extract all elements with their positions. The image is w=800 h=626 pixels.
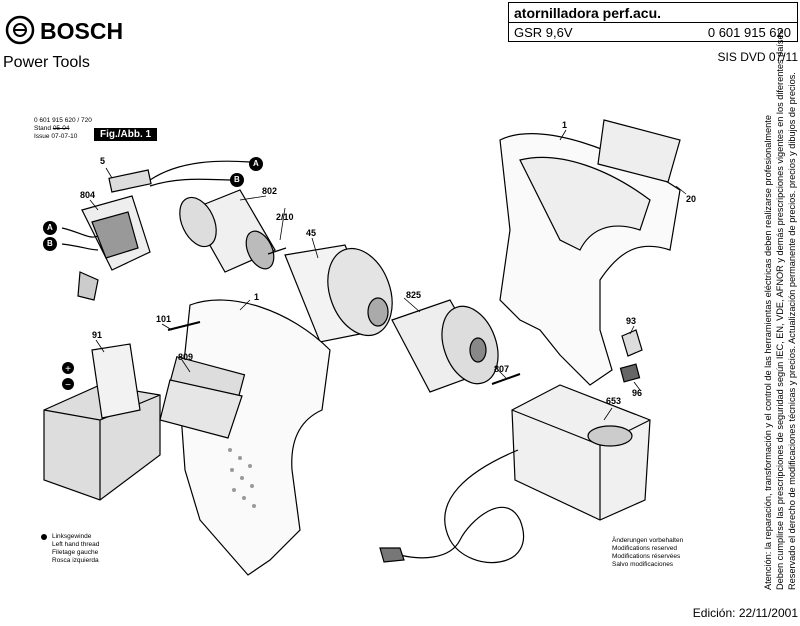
doc-ref-number: 0 601 915 620 / 720: [34, 117, 92, 124]
marker-a-left: [43, 221, 57, 235]
marker-minus: −: [62, 378, 74, 391]
stand-label: Stand: [34, 125, 51, 132]
marker-plus: +: [62, 362, 74, 375]
left-thread-marker: [41, 534, 47, 540]
grip-cover: [159, 379, 243, 439]
modifications-note: Änderungen vorbehalten Modifications res…: [612, 537, 683, 569]
part-label: 2/10: [276, 212, 294, 222]
chuck: [391, 299, 499, 393]
wire-a: [149, 160, 251, 181]
side-line: Deben cumplirse las prescripciones de se…: [775, 29, 785, 590]
part-label: 1: [562, 120, 568, 130]
plug: [379, 547, 405, 563]
screw-101: [167, 321, 201, 331]
part-label: 91: [92, 330, 103, 340]
nameplate-label: [597, 119, 681, 183]
part-label: 93: [626, 316, 637, 326]
part-label: 802: [262, 186, 278, 196]
marker-b-left: [43, 237, 57, 251]
doc-ref: 0 601 915 620 / 720 Stand 05-04 Issue 07…: [34, 117, 92, 141]
marker-label: A: [47, 223, 53, 232]
bit-93: [621, 329, 643, 357]
mod-line: Salvo modificaciones: [612, 561, 674, 568]
battery-pack: [43, 343, 161, 501]
mod-line: Änderungen vorbehalten: [612, 537, 684, 544]
marker-label: A: [253, 159, 259, 168]
part-label: 45: [306, 228, 317, 238]
switch-assembly: [77, 169, 152, 301]
doc-code: SIS DVD 07/11: [717, 50, 798, 64]
issue-date: 07-07-10: [51, 133, 78, 140]
bosch-logo: BOSCH: [4, 10, 134, 50]
side-line: Reservado el derecho de modificaciones t…: [787, 72, 797, 590]
marker-a-top: [249, 157, 263, 171]
legend-line: Linksgewinde: [52, 533, 92, 540]
legal-side-text: Atención: la reparación, transformación …: [762, 29, 798, 590]
title-box: atornilladora perf.acu. GSR 9,6V 0 601 9…: [508, 2, 798, 42]
gearbox: [284, 244, 393, 343]
side-line: Atención: la reparación, transformación …: [763, 115, 773, 590]
part-label: 101: [156, 314, 172, 324]
screw-807: [491, 373, 521, 385]
housing-right: [499, 133, 681, 386]
bit-holder-96: [619, 363, 641, 383]
marker-b-top: [230, 173, 244, 187]
part-label: 5: [100, 156, 106, 166]
part-label: 807: [494, 364, 510, 374]
part-label: 96: [632, 388, 643, 398]
legend-line: Rosca izquierda: [52, 557, 99, 564]
stand-date: 05-04: [52, 125, 70, 132]
fig-badge: Fig./Abb. 1: [94, 128, 158, 141]
part-label: 825: [406, 290, 422, 300]
power-cord: [399, 449, 524, 564]
svg-text:+: +: [65, 364, 71, 375]
thread-legend: Linksgewinde Left hand thread Filetage g…: [42, 533, 99, 565]
marker-label: B: [47, 239, 53, 248]
brand-name: BOSCH: [40, 18, 123, 44]
mod-line: Modifications réservées: [612, 553, 681, 560]
part-label: 1: [254, 292, 260, 302]
legend-line: Filetage gauche: [52, 549, 99, 556]
part-number: 0 601 915 620: [707, 25, 791, 40]
mod-line: Modifications reserved: [612, 545, 678, 552]
motor: [179, 189, 287, 273]
legend-line: Left hand thread: [52, 541, 100, 548]
wire-b: [149, 178, 233, 187]
marker-label: B: [234, 175, 240, 184]
issue-label: Issue: [34, 133, 50, 140]
model-name: GSR 9,6V: [514, 25, 573, 40]
edition-date: Edición: 22/11/2001: [692, 606, 798, 620]
tagline: Power Tools: [3, 54, 90, 71]
part-label: 20: [686, 194, 697, 204]
part-label: 809: [178, 352, 194, 362]
housing-left: [164, 299, 331, 576]
product-title: atornilladora perf.acu.: [514, 5, 662, 21]
part-label: 804: [80, 190, 96, 200]
charger: [511, 384, 651, 521]
svg-text:−: −: [65, 380, 71, 391]
part-label: 653: [606, 396, 622, 406]
